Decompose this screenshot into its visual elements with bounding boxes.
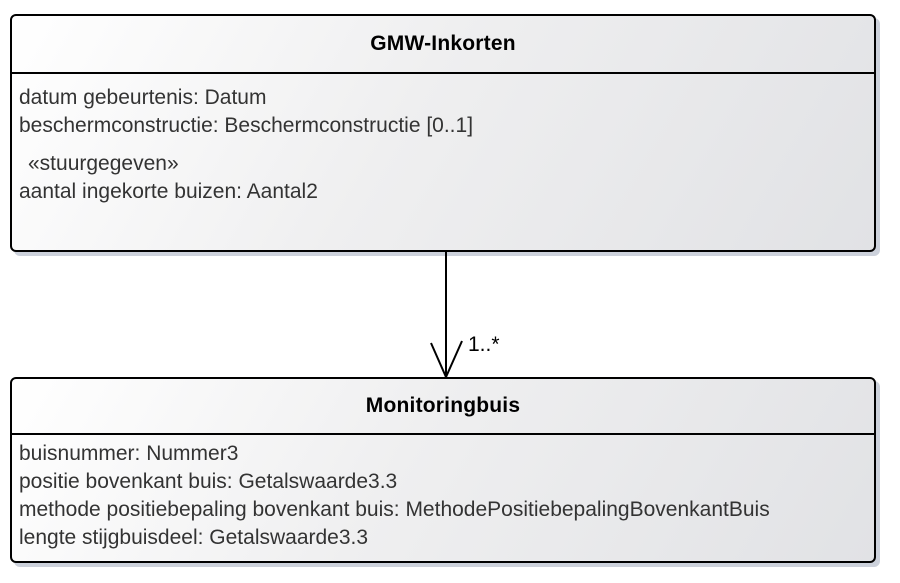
attribute-line: buisnummer: Nummer3 xyxy=(19,442,239,465)
attribute-line: lengte stijgbuisdeel: Getalswaarde3.3 xyxy=(19,526,369,549)
class-title-monitoringbuis: Monitoringbuis xyxy=(12,379,874,435)
attribute-line: datum gebeurtenis: Datum xyxy=(19,86,267,109)
attribute-line: positie bovenkant buis: Getalswaarde3.3 xyxy=(19,470,398,493)
attribute-line: beschermconstructie: Beschermconstructie… xyxy=(19,114,474,137)
class-monitoringbuis[interactable]: Monitoringbuis buisnummer: Nummer3 posit… xyxy=(10,377,876,563)
association-arrow[interactable] xyxy=(425,251,495,379)
attribute-line: methode positiebepaling bovenkant buis: … xyxy=(19,498,770,521)
multiplicity-label: 1..* xyxy=(468,333,500,356)
class-title-gmw-inkorten: GMW-Inkorten xyxy=(12,16,874,74)
class-gmw-inkorten[interactable]: GMW-Inkorten datum gebeurtenis: Datum be… xyxy=(10,14,876,252)
attribute-line: aantal ingekorte buizen: Aantal2 xyxy=(19,180,318,203)
stereotype-label: «stuurgegeven» xyxy=(28,152,179,175)
attribute-compartment: datum gebeurtenis: Datum beschermconstru… xyxy=(12,74,874,206)
attribute-compartment: buisnummer: Nummer3 positie bovenkant bu… xyxy=(12,435,874,552)
